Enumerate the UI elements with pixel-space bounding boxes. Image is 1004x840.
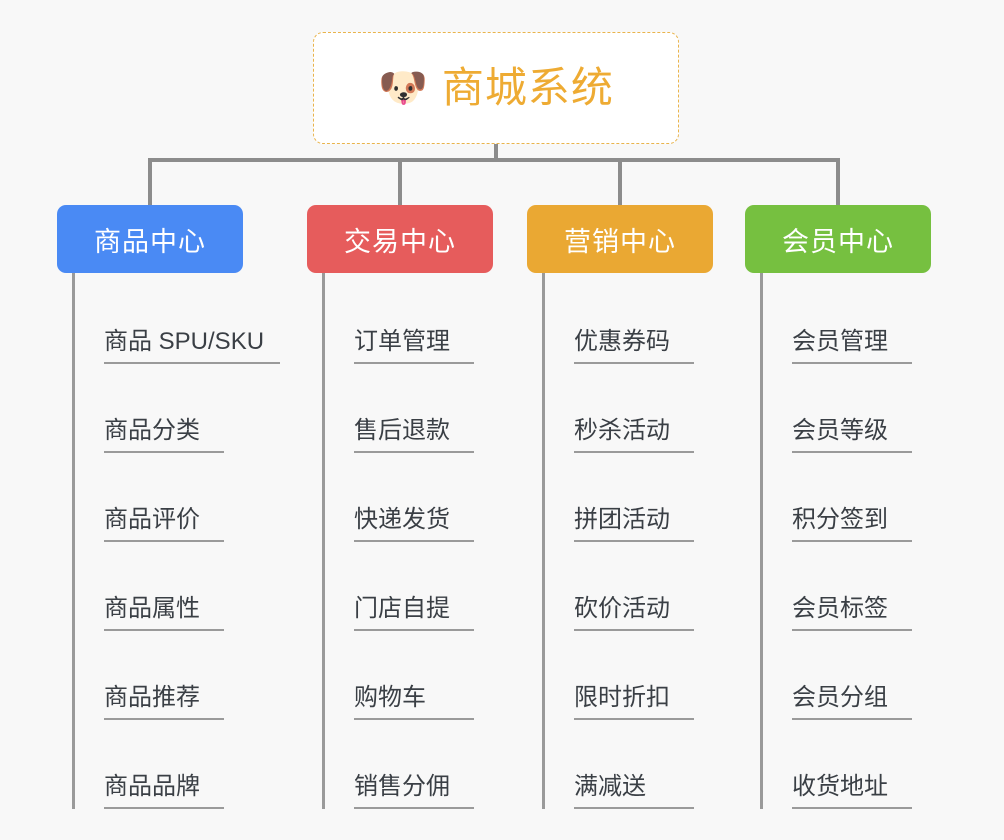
leaf-label: 限时折扣 (574, 686, 694, 720)
category-header-4[interactable]: 会员中心 (745, 205, 931, 273)
leaf-label: 秒杀活动 (574, 419, 694, 453)
leaf-item[interactable]: 积分签到 (763, 453, 931, 542)
leaf-label: 销售分佣 (354, 775, 474, 809)
leaf-label: 满减送 (574, 775, 694, 809)
leaf-label: 商品推荐 (104, 686, 224, 720)
connector-drop-2 (398, 158, 402, 208)
dog-face-icon: 🐶 (378, 66, 428, 110)
leaf-item[interactable]: 销售分佣 (325, 720, 493, 809)
category-header-3[interactable]: 营销中心 (527, 205, 713, 273)
leaf-label: 商品品牌 (104, 775, 224, 809)
leaf-item[interactable]: 秒杀活动 (545, 364, 713, 453)
column-trade-center: 交易中心 订单管理 售后退款 快递发货 门店自提 购物车 销售分佣 (307, 205, 493, 809)
leaf-list-4: 会员管理 会员等级 积分签到 会员标签 会员分组 收货地址 (760, 273, 931, 809)
leaf-item[interactable]: 限时折扣 (545, 631, 713, 720)
category-header-label-3: 营销中心 (564, 226, 676, 257)
leaf-item[interactable]: 门店自提 (325, 542, 493, 631)
leaf-item[interactable]: 商品属性 (75, 542, 243, 631)
leaf-item[interactable]: 会员标签 (763, 542, 931, 631)
root-title: 商城系统 (441, 64, 614, 111)
leaf-item[interactable]: 会员等级 (763, 364, 931, 453)
category-header-1[interactable]: 商品中心 (57, 205, 243, 273)
leaf-label: 门店自提 (354, 597, 474, 631)
leaf-label: 商品 SPU/SKU (104, 330, 280, 364)
category-header-label-2: 交易中心 (344, 226, 456, 257)
leaf-item[interactable]: 商品分类 (75, 364, 243, 453)
connector-root-stem (494, 144, 498, 162)
leaf-item[interactable]: 砍价活动 (545, 542, 713, 631)
leaf-item[interactable]: 会员管理 (763, 275, 931, 364)
leaf-list-1: 商品 SPU/SKU 商品分类 商品评价 商品属性 商品推荐 商品品牌 (72, 273, 280, 809)
leaf-label: 优惠券码 (574, 330, 694, 364)
leaf-item[interactable]: 满减送 (545, 720, 713, 809)
leaf-label: 商品评价 (104, 508, 224, 542)
leaf-label: 商品分类 (104, 419, 224, 453)
connector-drop-3 (618, 158, 622, 208)
leaf-label: 购物车 (354, 686, 474, 720)
leaf-label: 会员管理 (792, 330, 912, 364)
leaf-label: 会员分组 (792, 686, 912, 720)
leaf-item[interactable]: 会员分组 (763, 631, 931, 720)
leaf-label: 会员等级 (792, 419, 912, 453)
leaf-item[interactable]: 快递发货 (325, 453, 493, 542)
category-header-2[interactable]: 交易中心 (307, 205, 493, 273)
leaf-item[interactable]: 商品评价 (75, 453, 243, 542)
leaf-item[interactable]: 购物车 (325, 631, 493, 720)
column-member-center: 会员中心 会员管理 会员等级 积分签到 会员标签 会员分组 收货地址 (745, 205, 931, 809)
leaf-list-3: 优惠券码 秒杀活动 拼团活动 砍价活动 限时折扣 满减送 (542, 273, 713, 809)
leaf-item[interactable]: 拼团活动 (545, 453, 713, 542)
leaf-label: 商品属性 (104, 597, 224, 631)
leaf-item[interactable]: 商品品牌 (75, 720, 243, 809)
category-header-label-1: 商品中心 (94, 226, 206, 257)
leaf-item[interactable]: 订单管理 (325, 275, 493, 364)
column-product-center: 商品中心 商品 SPU/SKU 商品分类 商品评价 商品属性 商品推荐 商品品牌 (57, 205, 280, 809)
leaf-item[interactable]: 售后退款 (325, 364, 493, 453)
leaf-label: 会员标签 (792, 597, 912, 631)
leaf-item[interactable]: 优惠券码 (545, 275, 713, 364)
leaf-item[interactable]: 商品推荐 (75, 631, 243, 720)
leaf-label: 拼团活动 (574, 508, 694, 542)
leaf-item[interactable]: 收货地址 (763, 720, 931, 809)
leaf-label: 砍价活动 (574, 597, 694, 631)
connector-drop-4 (836, 158, 840, 208)
leaf-label: 快递发货 (354, 508, 474, 542)
leaf-item[interactable]: 商品 SPU/SKU (75, 275, 280, 364)
leaf-label: 售后退款 (354, 419, 474, 453)
leaf-list-2: 订单管理 售后退款 快递发货 门店自提 购物车 销售分佣 (322, 273, 493, 809)
category-header-label-4: 会员中心 (782, 226, 894, 257)
connector-drop-1 (148, 158, 152, 208)
leaf-label: 积分签到 (792, 508, 912, 542)
column-marketing-center: 营销中心 优惠券码 秒杀活动 拼团活动 砍价活动 限时折扣 满减送 (527, 205, 713, 809)
connector-horizontal-bus (148, 158, 840, 162)
root-node[interactable]: 🐶 商城系统 (313, 32, 679, 144)
leaf-label: 订单管理 (354, 330, 474, 364)
leaf-label: 收货地址 (792, 775, 912, 809)
